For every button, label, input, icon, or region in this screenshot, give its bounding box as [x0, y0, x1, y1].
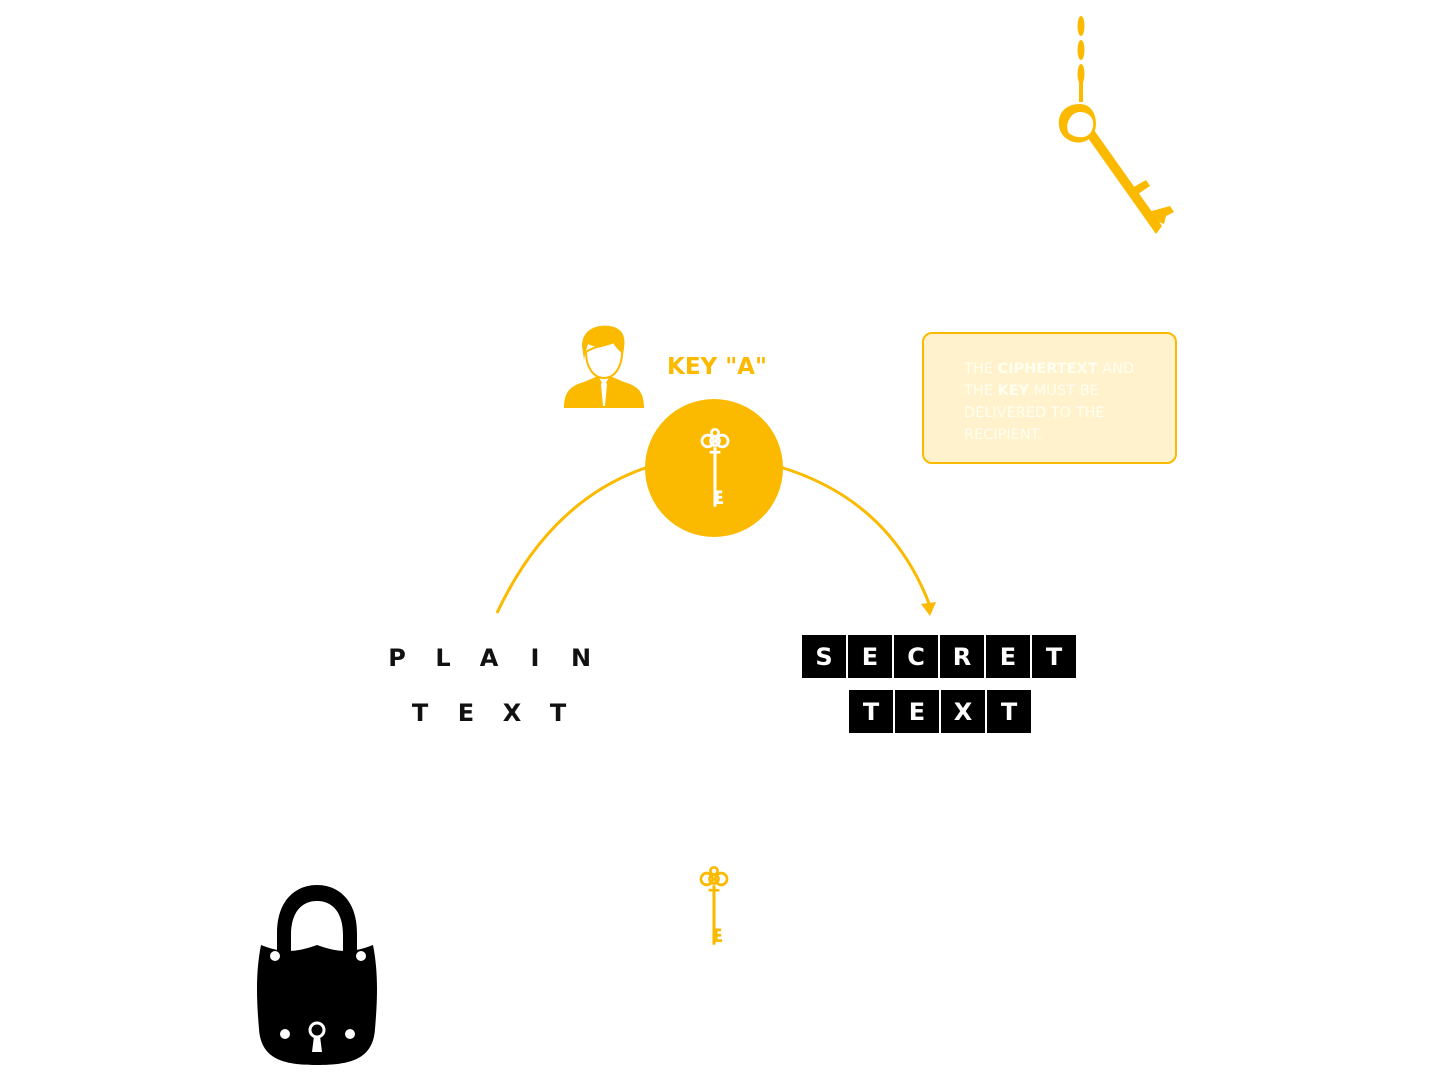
- secret-text-line2: T E X T: [849, 690, 1031, 733]
- right-arc: [779, 465, 932, 607]
- secret-cell: T: [987, 690, 1031, 733]
- key-icon: [696, 861, 732, 951]
- plain-letter: T: [411, 699, 429, 727]
- note-text: THE CIPHERTEXT AND THE KEY MUST BE DELIV…: [964, 361, 1135, 443]
- note-box: THE CIPHERTEXT AND THE KEY MUST BE DELIV…: [922, 332, 1177, 464]
- plain-letter: P: [388, 644, 406, 672]
- plain-letter: T: [549, 699, 567, 727]
- hanging-key-icon: [1058, 16, 1174, 234]
- secret-cell: E: [848, 635, 892, 678]
- plain-letter: I: [530, 644, 540, 672]
- plain-letter: L: [435, 644, 451, 672]
- secret-cell: R: [940, 635, 984, 678]
- person-icon: [564, 325, 644, 408]
- secret-cell: E: [986, 635, 1030, 678]
- arrow-icon: [921, 602, 936, 616]
- secret-cell: E: [895, 690, 939, 733]
- secret-cell: S: [802, 635, 846, 678]
- left-arc: [495, 465, 649, 614]
- secret-cell: C: [894, 635, 938, 678]
- plain-letter: A: [479, 644, 499, 672]
- secret-cell: T: [849, 690, 893, 733]
- secret-cell: X: [941, 690, 985, 733]
- plain-letter: N: [570, 644, 592, 672]
- padlock-icon: [257, 885, 377, 1065]
- key-circle: [645, 399, 783, 537]
- plain-letter: E: [457, 699, 475, 727]
- key-label: KEY "A": [667, 354, 767, 380]
- secret-text-line1: S E C R E T: [802, 635, 1076, 678]
- secret-cell: T: [1032, 635, 1076, 678]
- plain-letter: X: [502, 699, 522, 727]
- key-icon: [697, 423, 733, 513]
